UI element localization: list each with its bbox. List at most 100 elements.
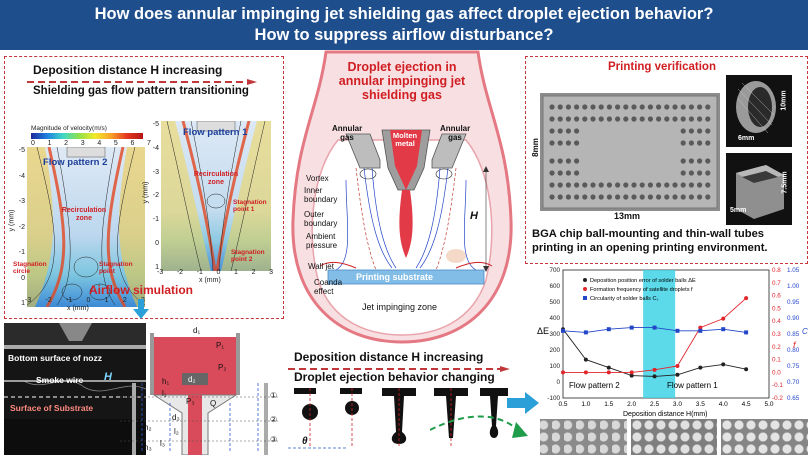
ticksRight1-tick: 0.6 xyxy=(772,293,781,300)
solder-ball xyxy=(549,128,555,134)
y-tick: 1 xyxy=(155,263,159,271)
solder-ball xyxy=(688,116,694,122)
solder-ball xyxy=(631,182,637,188)
solder-ball xyxy=(656,182,662,188)
series-point-1 xyxy=(606,370,611,375)
left-subtitle: Shielding gas flow pattern transitioning xyxy=(33,85,249,97)
label-marker-1: ① xyxy=(270,391,278,400)
ambient-pressure-label: Ambient pressure xyxy=(306,232,338,250)
solder-ball xyxy=(565,128,571,134)
series-point-1 xyxy=(629,370,634,375)
center-h-symbol: H xyxy=(470,210,478,222)
dim-5mm: 5mm xyxy=(730,207,747,214)
solder-ball xyxy=(705,104,711,110)
solder-ball xyxy=(598,194,604,200)
jet-diagram xyxy=(319,129,493,285)
y-axis-label-right: y (mm) xyxy=(142,181,150,204)
solder-ball xyxy=(688,194,694,200)
solder-ball xyxy=(549,170,555,176)
jet-impinging-zone-label: Jet impinging zone xyxy=(362,302,438,312)
ticksRight1-tick: 0.5 xyxy=(772,305,781,312)
y-tick: -4 xyxy=(18,172,25,180)
label-h2: h₂ xyxy=(144,423,152,432)
solder-ball xyxy=(639,104,645,110)
solder-ball xyxy=(697,140,703,146)
substrate-surface-label: Surface of Substrate xyxy=(10,403,94,413)
series-point-0 xyxy=(629,373,634,378)
ticksRight2-tick: 0.95 xyxy=(787,299,800,306)
right-panel-title: Printing verification xyxy=(608,61,716,73)
y-tick: -5 xyxy=(152,121,159,128)
coanda-effect-label: Coanda effect xyxy=(314,278,343,296)
ticksLeft-tick: 400 xyxy=(549,315,560,322)
dim-6mm: 6mm xyxy=(738,135,755,142)
solder-ball xyxy=(565,158,571,164)
ticksRight1-tick: 0.7 xyxy=(772,280,781,287)
nozzle-schematic xyxy=(120,333,280,455)
ticksLeft-tick: 600 xyxy=(549,283,560,290)
solder-ball xyxy=(664,104,670,110)
solder-ball xyxy=(656,104,662,110)
solder-ball xyxy=(688,182,694,188)
series-point-0 xyxy=(583,357,588,362)
solder-ball xyxy=(574,170,580,176)
solder-ball xyxy=(598,104,604,110)
series-point-0 xyxy=(744,367,749,372)
solder-ball xyxy=(615,194,621,200)
series-point-1 xyxy=(652,367,657,372)
left-panel: Deposition distance H increasing Shieldi… xyxy=(4,56,284,319)
solder-ball xyxy=(705,128,711,134)
x-tick: 2.5 xyxy=(650,401,659,408)
label-d1: d₁ xyxy=(193,326,201,335)
ticksRight1-tick: 0.1 xyxy=(772,357,781,364)
series-point-2 xyxy=(606,327,611,332)
solder-ball xyxy=(656,194,662,200)
solder-ball xyxy=(565,194,571,200)
y-tick: -3 xyxy=(18,198,25,205)
x-tick: 3.0 xyxy=(673,401,682,408)
solder-ball xyxy=(639,116,645,122)
ticksLeft-tick: 0 xyxy=(556,379,560,386)
ticksRight1-tick: 0.0 xyxy=(772,369,781,376)
solder-ball xyxy=(574,128,580,134)
legend-marker-1 xyxy=(583,287,587,291)
solder-ball xyxy=(549,116,555,122)
solder-ball xyxy=(647,104,653,110)
y-tick: -3 xyxy=(152,168,159,176)
nozzle-labels: d₁ P₁ P₂ d₂ P₃ h₁ l₁ Q d₃ l₂ l₃ h₂ h₃ ① … xyxy=(120,323,280,455)
ticksRight2-tick: 0.90 xyxy=(787,315,800,322)
solder-ball xyxy=(688,140,694,146)
ticksRight1-tick: 0.3 xyxy=(772,331,781,338)
series-point-1 xyxy=(698,325,703,330)
x-tick: 3 xyxy=(269,269,273,276)
stagnation-point-2-label: Stagnation point 2 xyxy=(231,249,265,263)
solder-ball xyxy=(672,104,678,110)
x-tick: 2 xyxy=(122,297,127,304)
sample-photo xyxy=(540,419,627,455)
x-tick: 4.0 xyxy=(719,401,728,408)
ticksLeft-tick: 100 xyxy=(549,363,560,370)
solder-ball xyxy=(557,140,563,146)
label-marker-2: ② xyxy=(270,415,278,424)
x-tick: -3 xyxy=(157,269,164,276)
y-tick: 0 xyxy=(155,240,159,248)
solder-ball xyxy=(664,182,670,188)
label-l3: l₃ xyxy=(160,439,166,448)
solder-ball xyxy=(623,194,629,200)
ticksRight2-tick: 0.70 xyxy=(787,379,800,386)
solder-ball xyxy=(549,104,555,110)
center-title-line3: shielding gas xyxy=(362,88,442,102)
legend-marker-0 xyxy=(583,278,587,282)
solder-ball xyxy=(680,140,686,146)
solder-ball xyxy=(557,182,563,188)
dim-7-5mm: 7.5mm xyxy=(781,171,789,194)
flow-pattern-1-plot xyxy=(161,121,271,271)
center-title-line2: annular impinging jet xyxy=(338,74,466,88)
label-p3: P₃ xyxy=(186,397,195,406)
sample-photos xyxy=(540,419,808,455)
solder-ball xyxy=(680,104,686,110)
flow-pattern-2-plot xyxy=(27,147,145,307)
down-arrow-icon xyxy=(133,299,149,319)
solder-ball xyxy=(574,194,580,200)
colorbar xyxy=(31,133,143,139)
